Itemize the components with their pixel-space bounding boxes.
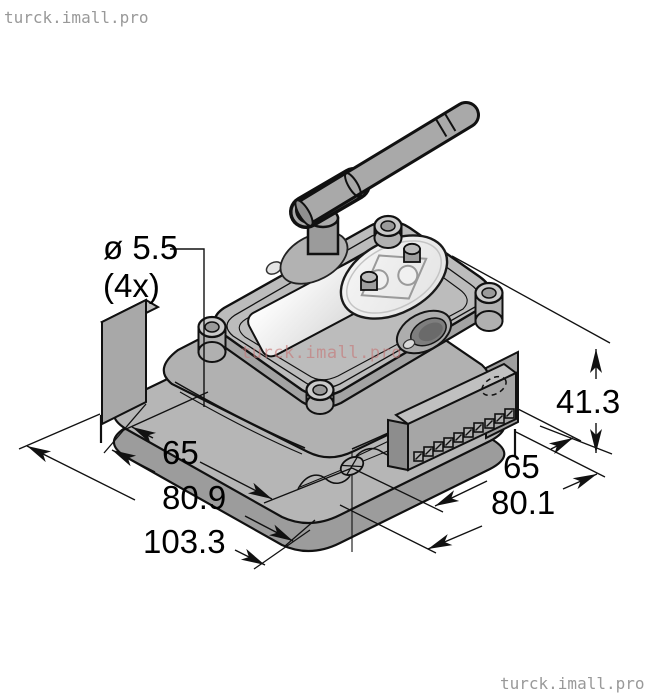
window-post (403, 242, 421, 263)
left-flange-ear (99, 298, 161, 426)
lid-screw (197, 315, 227, 363)
body-seam-line (174, 381, 306, 449)
dim-height: 41.3 (556, 383, 620, 420)
dim-right-hole-spacing: 65 (503, 448, 540, 485)
lid-screw (474, 281, 504, 332)
device (99, 101, 519, 553)
watermark-top-left: turck.imall.pro (4, 8, 149, 27)
dimension-annotations: ø 5.5 (4x) 41.3 65 80.9 103.3 65 (18, 229, 620, 570)
dim-left-hole-spacing: 65 (162, 434, 199, 471)
antenna (279, 101, 480, 285)
hidden-hole-dashed (481, 375, 507, 397)
indicator-window (339, 234, 449, 320)
antenna-tip-ring (443, 112, 457, 132)
terminal-block (387, 362, 518, 472)
led-dot (402, 338, 416, 350)
antenna-butt-cap (294, 199, 314, 227)
window-post (360, 270, 378, 291)
antenna-joint (344, 172, 362, 198)
diamond-logo (360, 254, 428, 300)
watermark-center: turck.imall.pro (241, 343, 403, 363)
dim-right-overall-depth: 80.1 (491, 484, 555, 521)
antenna-tip-ring (434, 117, 448, 138)
dim-left-overall-width: 103.3 (143, 523, 226, 560)
lid-screw (373, 214, 403, 249)
dim-hole-diameter: ø 5.5 (103, 229, 178, 266)
watermark-bottom-right: turck.imall.pro (500, 674, 645, 693)
lid-screw (305, 378, 335, 415)
dim-hole-count: (4x) (103, 267, 160, 304)
body-seam-line (179, 391, 303, 455)
dim-left-body-width: 80.9 (162, 479, 226, 516)
hole-leader-line (170, 248, 205, 407)
